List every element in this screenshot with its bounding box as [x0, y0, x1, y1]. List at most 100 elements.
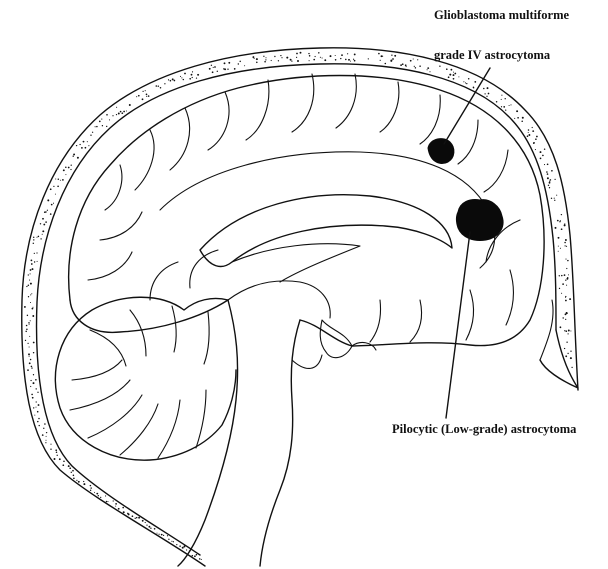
stipple-dot	[42, 218, 44, 220]
stipple-dot	[254, 58, 255, 59]
stipple-dot	[350, 61, 351, 62]
stipple-dot	[566, 246, 567, 247]
stipple-dot	[32, 307, 33, 308]
stipple-dot	[31, 366, 33, 368]
stipple-dot	[228, 62, 230, 64]
stipple-dot	[33, 352, 34, 353]
stipple-dot	[468, 78, 470, 80]
stipple-dot	[505, 98, 506, 99]
stipple-dot	[354, 60, 356, 62]
stipple-dot	[32, 308, 34, 310]
sulcus	[506, 270, 513, 325]
stipple-dot	[83, 483, 85, 485]
stipple-dot	[26, 325, 28, 327]
cerebellar-folia	[172, 306, 176, 352]
stipple-dot	[146, 93, 148, 95]
stipple-dot	[33, 407, 34, 408]
stipple-dot	[37, 421, 38, 422]
stipple-dot	[544, 148, 545, 149]
stipple-dot	[55, 194, 56, 195]
stipple-dot	[191, 74, 193, 76]
stipple-dot	[394, 55, 396, 57]
stipple-dot	[184, 73, 186, 75]
cerebellar-folia	[130, 310, 146, 356]
stipple-dot	[557, 220, 559, 222]
stipple-dot	[36, 401, 37, 402]
pilocytic-tumor	[457, 200, 504, 241]
stipple-dot	[486, 96, 487, 97]
stipple-dot	[558, 237, 560, 239]
stipple-dot	[274, 56, 275, 57]
stipple-dot	[142, 520, 144, 522]
stipple-dot	[31, 367, 32, 368]
stipple-dot	[308, 53, 309, 54]
frontal-sinus-line	[540, 330, 578, 388]
stipple-dot	[528, 129, 530, 131]
stipple-dot	[171, 541, 172, 542]
stipple-dot	[126, 111, 127, 112]
stipple-dot	[106, 501, 108, 503]
stipple-dot	[53, 203, 54, 204]
cingulate-gyrus	[160, 152, 495, 268]
stipple-dot	[105, 495, 106, 496]
glioblastoma-leader-line	[444, 68, 490, 144]
stipple-dot	[189, 78, 191, 80]
stipple-dot	[567, 353, 568, 354]
stipple-dot	[37, 261, 38, 262]
cerebellar-folia	[90, 330, 126, 366]
stipple-dot	[135, 518, 136, 519]
stipple-dot	[564, 224, 566, 226]
stipple-dot	[90, 485, 91, 486]
stipple-dot	[146, 96, 147, 97]
stipple-dot	[559, 275, 560, 276]
stipple-dot	[554, 179, 555, 180]
stipple-dot	[439, 65, 440, 66]
stipple-dot	[100, 497, 101, 498]
stipple-dot	[33, 237, 34, 238]
stipple-dot	[50, 188, 52, 190]
stipple-dot	[45, 211, 46, 212]
stipple-dot	[34, 415, 35, 416]
stipple-dot	[296, 53, 298, 55]
stipple-dot	[71, 472, 72, 473]
stipple-dot	[196, 78, 197, 79]
stipple-dot	[76, 145, 77, 146]
stipple-dot	[85, 147, 87, 149]
stipple-dot	[450, 69, 452, 71]
stipple-dot	[29, 324, 30, 325]
stipple-dot	[186, 549, 187, 550]
sulcus	[466, 290, 473, 340]
stipple-dot	[300, 52, 302, 54]
cerebrum-lower-outline	[70, 300, 228, 332]
stipple-dot	[391, 55, 392, 56]
stipple-dot	[340, 58, 341, 59]
stipple-dot	[167, 535, 168, 536]
stipple-dot	[548, 185, 549, 186]
stipple-dot	[25, 331, 26, 332]
stipple-dot	[99, 121, 101, 123]
stipple-dot	[368, 58, 369, 59]
stipple-dot	[148, 526, 150, 528]
stipple-dot	[256, 62, 258, 64]
stipple-dot	[309, 60, 310, 61]
stipple-dot	[569, 298, 571, 300]
cerebellar-folia	[88, 395, 142, 438]
stipple-dot	[96, 493, 98, 495]
sulcus	[336, 74, 356, 128]
corpus-callosum	[200, 195, 452, 267]
stipple-dot	[483, 88, 485, 90]
stipple-dot	[565, 280, 566, 281]
stipple-dot	[73, 153, 75, 155]
stipple-dot	[503, 106, 505, 108]
stipple-dot	[150, 527, 151, 528]
stipple-dot	[380, 60, 381, 61]
stipple-dot	[106, 114, 108, 116]
stipple-dot	[129, 104, 131, 106]
stipple-dot	[68, 167, 70, 169]
stipple-dot	[32, 315, 34, 317]
stipple-dot	[45, 442, 46, 443]
stipple-dot	[296, 57, 297, 58]
stipple-dot	[540, 151, 542, 153]
stipple-dot	[454, 73, 456, 75]
